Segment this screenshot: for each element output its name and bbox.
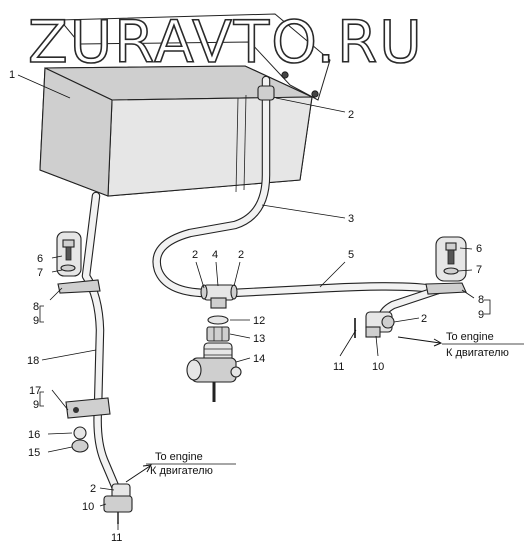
- left-fittings: [71, 426, 89, 453]
- callout-braces: [39, 299, 491, 407]
- callout-4: 4: [212, 249, 218, 261]
- callout-6-right: 6: [476, 243, 482, 255]
- callout-9-left-lower: 9: [33, 399, 39, 411]
- callout-17: 17: [29, 385, 41, 397]
- bottom-pipe-fitting: [103, 483, 133, 524]
- callout-11-right: 11: [333, 361, 344, 373]
- callout-16: 16: [28, 429, 40, 441]
- right-pipe-fitting: [354, 311, 395, 338]
- callout-8-left: 8: [33, 301, 39, 313]
- tank-cover: [58, 13, 331, 101]
- callout-2-tee-right: 2: [238, 249, 244, 261]
- callout-3: 3: [348, 213, 354, 225]
- callout-8-right: 8: [478, 294, 484, 306]
- note-bottom-english: To engine: [155, 451, 203, 463]
- callout-14: 14: [253, 353, 265, 365]
- callout-11-bottom: 11: [111, 532, 122, 544]
- flow-arrow-right: [397, 336, 443, 347]
- callout-numbers: 1 2 3 2 4 2 5 12 13 14 6 7 8 9 2 11 10 6…: [9, 69, 484, 544]
- tank-mounting-bolts: [281, 71, 319, 98]
- callout-13: 13: [253, 333, 265, 345]
- callout-15: 15: [28, 447, 40, 459]
- callout-2-right-fitting: 2: [421, 313, 427, 325]
- callout-9-right: 9: [478, 309, 484, 321]
- fuel-tank: [39, 65, 313, 197]
- sealing-washer: [207, 315, 229, 325]
- watermark: ZURAVTO.RU: [28, 8, 424, 76]
- note-right-russian: К двигателю: [446, 347, 509, 359]
- right-bracket: [425, 236, 467, 295]
- callout-12: 12: [253, 315, 265, 327]
- callout-2-tank-outlet: 2: [348, 109, 354, 121]
- callout-6-left: 6: [37, 253, 43, 265]
- tee-fitting: [200, 284, 238, 309]
- tank-outlet-fitting: [257, 85, 275, 101]
- callout-7-left: 7: [37, 267, 43, 279]
- callout-1: 1: [9, 69, 15, 81]
- callout-10-right: 10: [372, 361, 384, 373]
- direction-notes: To engine К двигателю To engine К двигат…: [146, 331, 524, 477]
- callout-7-right: 7: [476, 264, 482, 276]
- fuel-pipe-3: [152, 75, 271, 298]
- fuel-filter-valve: [186, 342, 242, 402]
- union-nut: [206, 326, 230, 342]
- note-right-english: To engine: [446, 331, 494, 343]
- flow-arrow-bottom: [125, 464, 152, 483]
- left-lower-clamp: [65, 397, 111, 419]
- left-upper-bracket: [56, 231, 101, 294]
- callout-5: 5: [348, 249, 354, 261]
- callout-10-bottom: 10: [82, 501, 94, 513]
- callout-18: 18: [27, 355, 39, 367]
- fuel-pipe-18: [81, 191, 123, 498]
- callout-2-tee-left: 2: [192, 249, 198, 261]
- note-bottom-russian: К двигателю: [150, 465, 213, 477]
- callout-2-bottom: 2: [90, 483, 96, 495]
- callout-9-left-upper: 9: [33, 315, 39, 327]
- leader-lines: [17, 74, 475, 530]
